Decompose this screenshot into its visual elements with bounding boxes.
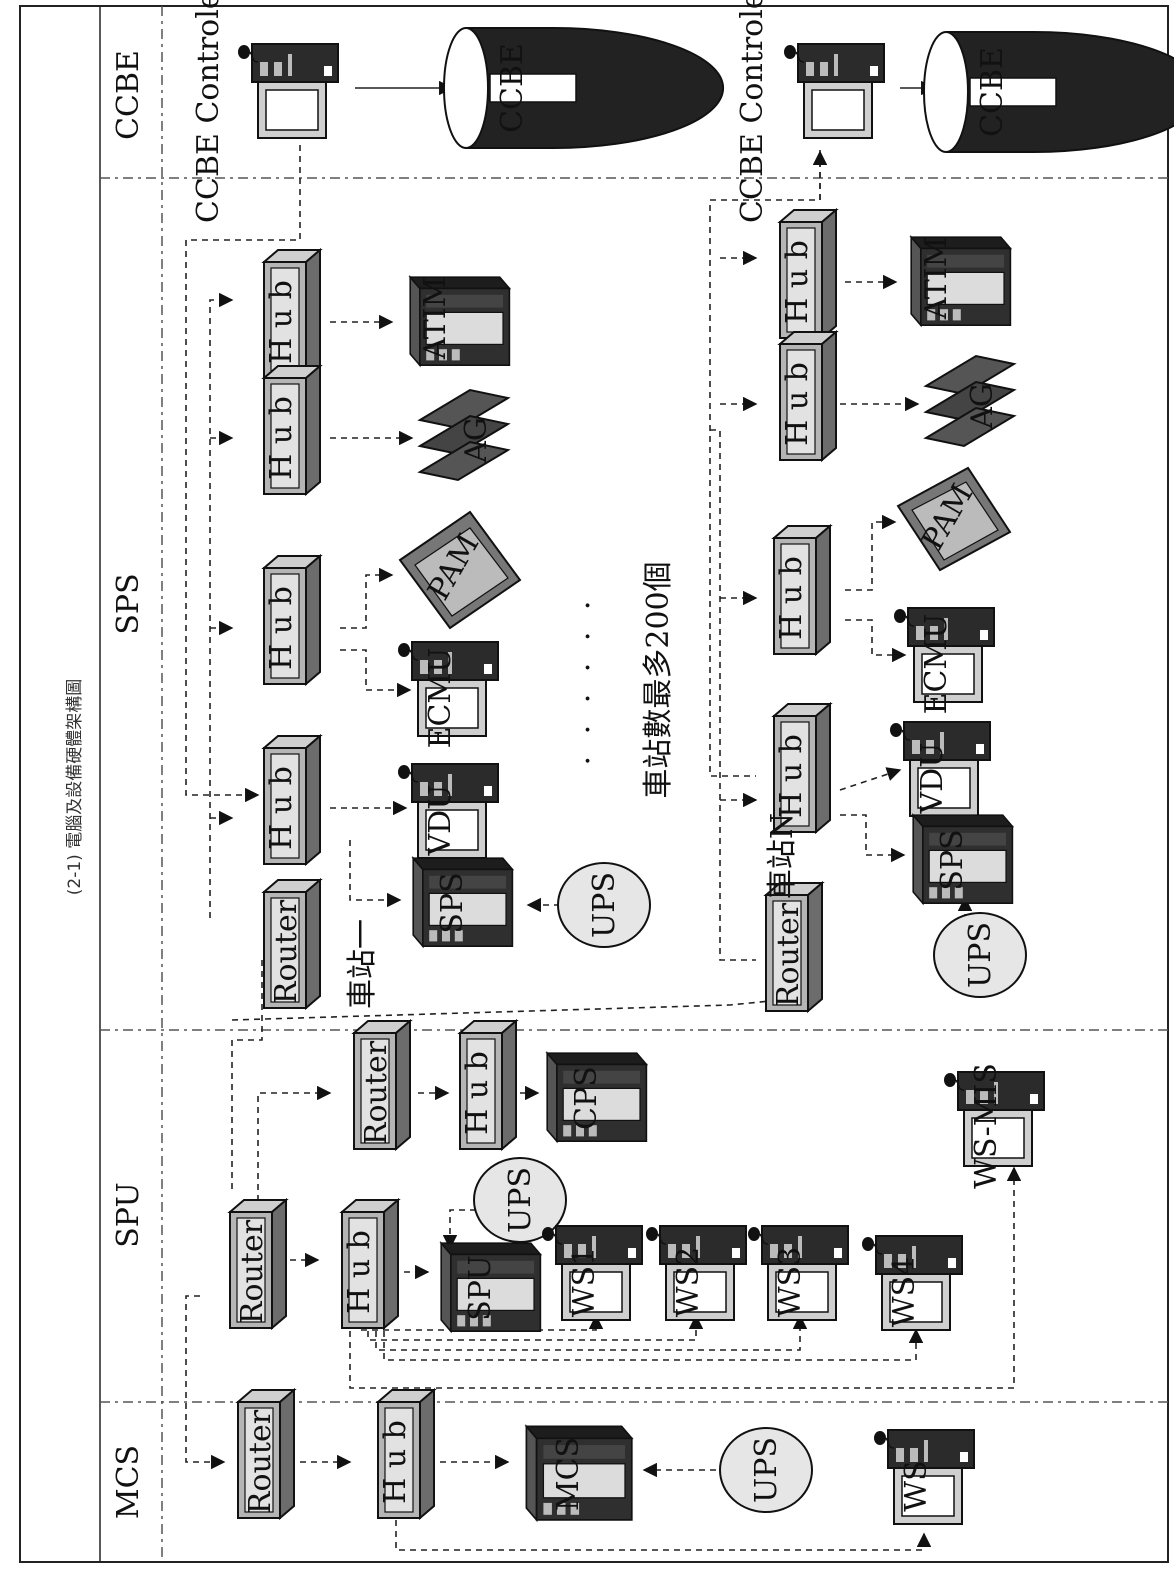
spu-server-label: SPU — [463, 1255, 498, 1321]
vdu-1-label: VDU — [423, 784, 458, 856]
hub-ag-n-label: H u b — [780, 362, 815, 446]
hub-cps-label: H u b — [460, 1051, 495, 1135]
connection-lines — [185, 80, 1022, 1551]
router-mcs-label: Router — [243, 1409, 278, 1514]
ws2-label: WS2 — [671, 1247, 706, 1317]
link-ecmuN — [845, 619, 907, 663]
ws-mcs-label: WS — [899, 1460, 934, 1511]
hub-pam-ecmu-1-label: H u b — [264, 586, 299, 670]
ws3-label: WS3 — [773, 1247, 808, 1317]
ups-mcs — [719, 1427, 813, 1513]
ccbe-db-2 — [923, 31, 1174, 153]
hub-ag-1-label: H u b — [264, 396, 299, 480]
station-ellipsis: · · · · · · — [571, 595, 606, 766]
link-spu-router-mcs — [185, 1295, 226, 1470]
ups-station-n — [933, 912, 1027, 998]
link-sps1 — [349, 840, 402, 908]
hub-spu-label: H u b — [342, 1230, 377, 1314]
ecmu-1-label: ECMU — [423, 648, 458, 749]
router-station-1-label: Router — [269, 899, 304, 1004]
ups-spu-label: UPS — [503, 1167, 538, 1233]
router-cps-label: Router — [359, 1040, 394, 1145]
station-count-note: 車站數最多200個 — [641, 561, 676, 798]
ws4-label: WS4 — [887, 1257, 922, 1327]
atim-1-label: ATIM — [418, 277, 453, 361]
hub-mcs-label: H u b — [378, 1420, 413, 1504]
sps-server-n-label: SPS — [935, 829, 970, 890]
station-n-label: 車站N — [765, 813, 800, 899]
bus-station1-to-ccbe — [185, 145, 301, 803]
pam-1 — [398, 510, 522, 630]
ccbe-db-2-label: CCBE — [975, 47, 1010, 137]
link-mcs-ws — [395, 1520, 932, 1551]
band-label-spu: SPU — [111, 1182, 146, 1248]
ups-mcs-label: UPS — [749, 1437, 784, 1503]
link-spu-router-cps — [257, 1085, 332, 1212]
ccbe-db-1 — [443, 27, 725, 149]
hub-vdu-n-label: H u b — [774, 734, 809, 818]
link-spu-routerN — [231, 994, 782, 1021]
ws-mis-label: WS-MIS — [969, 1063, 1004, 1189]
ag-n-label: AG — [965, 383, 1000, 430]
band-label-sps: SPS — [111, 573, 146, 634]
link-spsN — [840, 814, 906, 863]
ccbe-controller-1 — [237, 43, 339, 139]
ag-1 — [417, 388, 511, 482]
bus-station1-hubs — [209, 292, 234, 918]
ccbe-controller-1-label: CCBE Controler — [191, 0, 226, 223]
band-label-mcs: MCS — [111, 1445, 146, 1519]
band-label-ccbe: CCBE — [111, 50, 146, 140]
link-ws4 — [383, 1320, 924, 1361]
sps-server-1-label: SPS — [435, 872, 470, 933]
cps-server-label: CPS — [569, 1066, 604, 1130]
ups-station-n-label: UPS — [963, 922, 998, 988]
link-ecmu1 — [340, 649, 412, 698]
link-ws3 — [375, 1314, 808, 1351]
station-1-label: 車站一 — [345, 919, 380, 1009]
ups-station-1 — [557, 862, 651, 948]
bus-stationN-hubs — [710, 429, 756, 961]
outer-frame — [19, 5, 1169, 1563]
figure-caption: (2-1) 電腦及設備硬體架構圖 — [65, 679, 85, 895]
ccbe-db-1-label: CCBE — [495, 43, 530, 133]
vdu-n-label: VDU — [915, 742, 950, 814]
ag-n — [923, 354, 1017, 448]
hub-atim-n-label: H u b — [780, 240, 815, 324]
ccbe-controller-2 — [783, 43, 885, 139]
pam-n — [896, 466, 1012, 572]
router-station-n-label: Router — [771, 902, 806, 1007]
link-pam1 — [340, 567, 394, 629]
atim-n-label: ATIM — [919, 237, 954, 321]
ecmu-n-label: ECMU — [919, 614, 954, 715]
ws1-label: WS1 — [567, 1247, 602, 1317]
ccbe-controller-2-label: CCBE Controler — [735, 0, 770, 223]
hub-atim-1-label: H u b — [264, 280, 299, 364]
hub-vdu-1-label: H u b — [264, 766, 299, 850]
mcs-server-label: MCS — [551, 1437, 586, 1511]
link-ws-mis — [349, 1166, 1022, 1389]
link-vduN — [839, 767, 902, 791]
ag-1-label: AG — [459, 417, 494, 464]
router-spu-label: Router — [235, 1219, 270, 1324]
link-pamN — [845, 514, 897, 591]
ups-station-1-label: UPS — [587, 872, 622, 938]
hub-pam-ecmu-n-label: H u b — [774, 556, 809, 640]
link-ups-spu — [442, 1209, 476, 1250]
ups-spu — [473, 1157, 567, 1243]
